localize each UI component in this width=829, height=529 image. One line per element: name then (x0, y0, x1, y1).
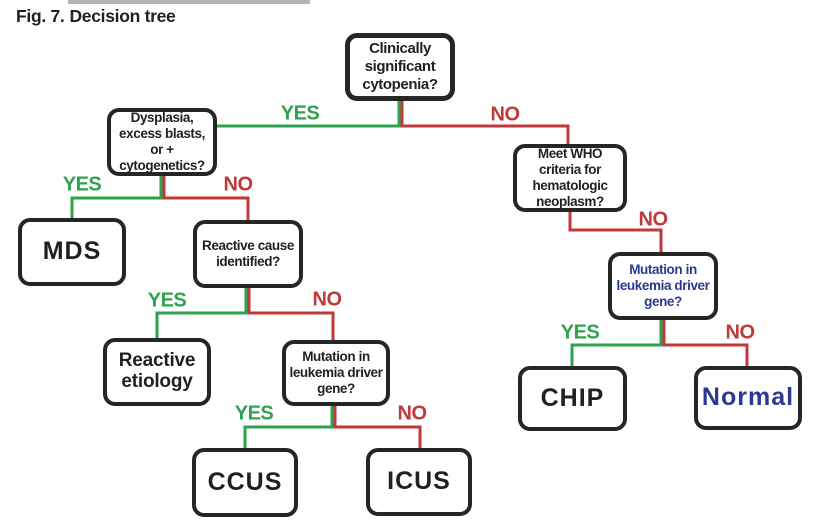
edge-label-dysplasia-no: NO (223, 173, 254, 196)
node-ccus: CCUS (192, 448, 298, 517)
edge-label-reactive-yes: YES (147, 289, 187, 312)
figure-number: Fig. 7. (16, 6, 65, 26)
node-reactive-cause-question: Reactive cause identified? (193, 220, 303, 288)
edge-root-no (400, 101, 570, 144)
edge-label-reactive-no: NO (312, 288, 343, 311)
node-reactive-etiology: Reactive etiology (103, 338, 211, 406)
edge-label-mutation-left-no: NO (397, 402, 428, 425)
edge-label-root-no: NO (490, 103, 521, 126)
node-normal: Normal (694, 366, 802, 430)
scan-artifact-strip (68, 0, 310, 4)
node-mutation-right-question: Mutation in leukemia driver gene? (608, 252, 718, 320)
node-root-question: Clinically significant cytopenia? (345, 33, 455, 101)
node-chip: CHIP (518, 366, 627, 431)
edge-label-mutation-left-yes: YES (234, 402, 274, 425)
figure-title: Decision tree (69, 6, 176, 26)
node-dysplasia-question: Dysplasia, excess blasts, or + cytogenet… (107, 108, 217, 176)
edge-label-mutation-right-yes: YES (560, 321, 600, 344)
edge-label-root-yes: YES (280, 102, 320, 125)
edge-label-dysplasia-yes: YES (62, 173, 102, 196)
edge-label-who-no: NO (638, 208, 669, 231)
node-mds: MDS (18, 218, 126, 286)
node-icus: ICUS (366, 448, 472, 516)
figure-caption: Fig. 7.Decision tree (16, 6, 176, 27)
edge-label-mutation-right-no: NO (725, 321, 756, 344)
node-who-criteria-question: Meet WHO criteria for hematologic neopla… (513, 144, 627, 212)
node-mutation-left-question: Mutation in leukemia driver gene? (282, 340, 390, 406)
